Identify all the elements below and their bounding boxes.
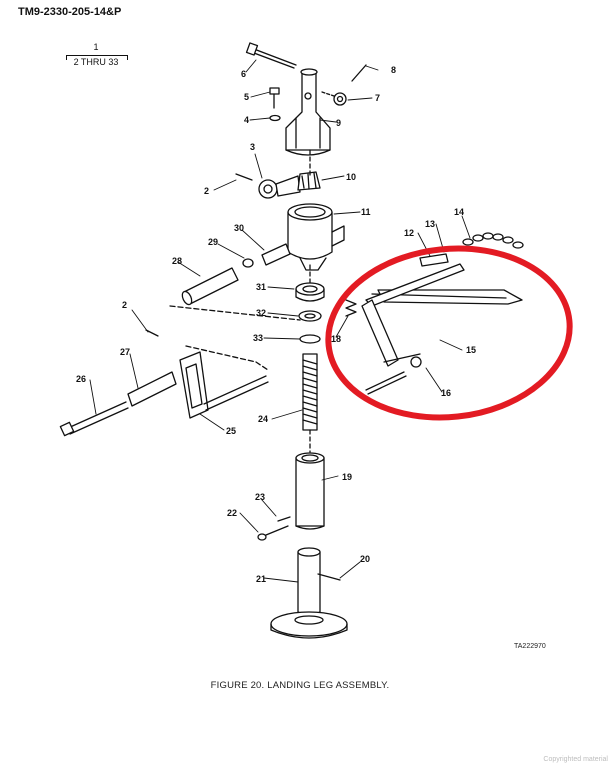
gear-part <box>235 173 301 199</box>
tube-part <box>295 452 325 530</box>
callout-26: 26 <box>76 374 86 384</box>
screw-leg-part <box>302 353 318 453</box>
callout-11: 11 <box>361 207 371 217</box>
copyright-watermark: Copyrighted material <box>543 756 608 763</box>
callout-28: 28 <box>172 256 182 266</box>
callout-32: 32 <box>256 308 266 318</box>
callout-15: 15 <box>466 345 476 355</box>
group-item-range: 2 THRU 33 <box>73 57 119 67</box>
foot-part <box>270 547 348 639</box>
callout-24: 24 <box>258 414 268 424</box>
highlight-ellipse <box>325 245 573 421</box>
bevel-gear-part <box>297 171 321 191</box>
callout-13: 13 <box>425 219 435 229</box>
callout-21: 21 <box>256 574 266 584</box>
screw-and-washer <box>269 87 281 122</box>
group-bracket-line <box>66 55 128 60</box>
callout-30: 30 <box>234 223 244 233</box>
bolt-16-part <box>365 356 422 395</box>
pin-and-nut <box>321 64 367 106</box>
callout-6: 6 <box>241 69 246 79</box>
bolt-part <box>245 42 297 69</box>
brace-part <box>361 253 523 367</box>
callout-31: 31 <box>256 282 266 292</box>
callout-14: 14 <box>454 207 464 217</box>
callout-25: 25 <box>226 426 236 436</box>
callout-20: 20 <box>360 554 370 564</box>
callout-19: 19 <box>342 472 352 482</box>
callout-12: 12 <box>404 228 414 238</box>
callout-29: 29 <box>208 237 218 247</box>
leader-lines <box>89 59 471 583</box>
callout-2-lower: 2 <box>122 300 127 310</box>
spring-part <box>345 299 357 317</box>
group-item-number: 1 <box>93 42 99 52</box>
group-reference: 1 2 THRU 33 <box>62 42 130 72</box>
pin-part <box>257 516 291 541</box>
shaft-part <box>181 243 291 306</box>
chain-part <box>462 232 524 249</box>
bearing-part <box>295 282 325 302</box>
callout-18: 18 <box>331 334 341 344</box>
callout-3: 3 <box>250 142 255 152</box>
figure-caption: FIGURE 20. LANDING LEG ASSEMBLY. <box>210 680 390 691</box>
callout-27: 27 <box>120 347 130 357</box>
callout-9: 9 <box>336 118 341 128</box>
figure-id: TA222970 <box>514 643 546 650</box>
callout-33: 33 <box>253 333 263 343</box>
callout-5: 5 <box>244 92 249 102</box>
housing-part <box>285 68 331 156</box>
callout-16: 16 <box>441 388 451 398</box>
callout-8: 8 <box>391 65 396 75</box>
nut-part <box>298 310 322 322</box>
callout-10: 10 <box>346 172 356 182</box>
crank-part <box>59 329 269 437</box>
washer-part <box>299 334 321 344</box>
callout-23: 23 <box>255 492 265 502</box>
callout-7: 7 <box>375 93 380 103</box>
callout-2: 2 <box>204 186 209 196</box>
gearbox-part <box>287 203 345 271</box>
callout-22: 22 <box>227 508 237 518</box>
document-id: TM9-2330-205-14&P <box>18 6 122 18</box>
callout-4: 4 <box>244 115 249 125</box>
